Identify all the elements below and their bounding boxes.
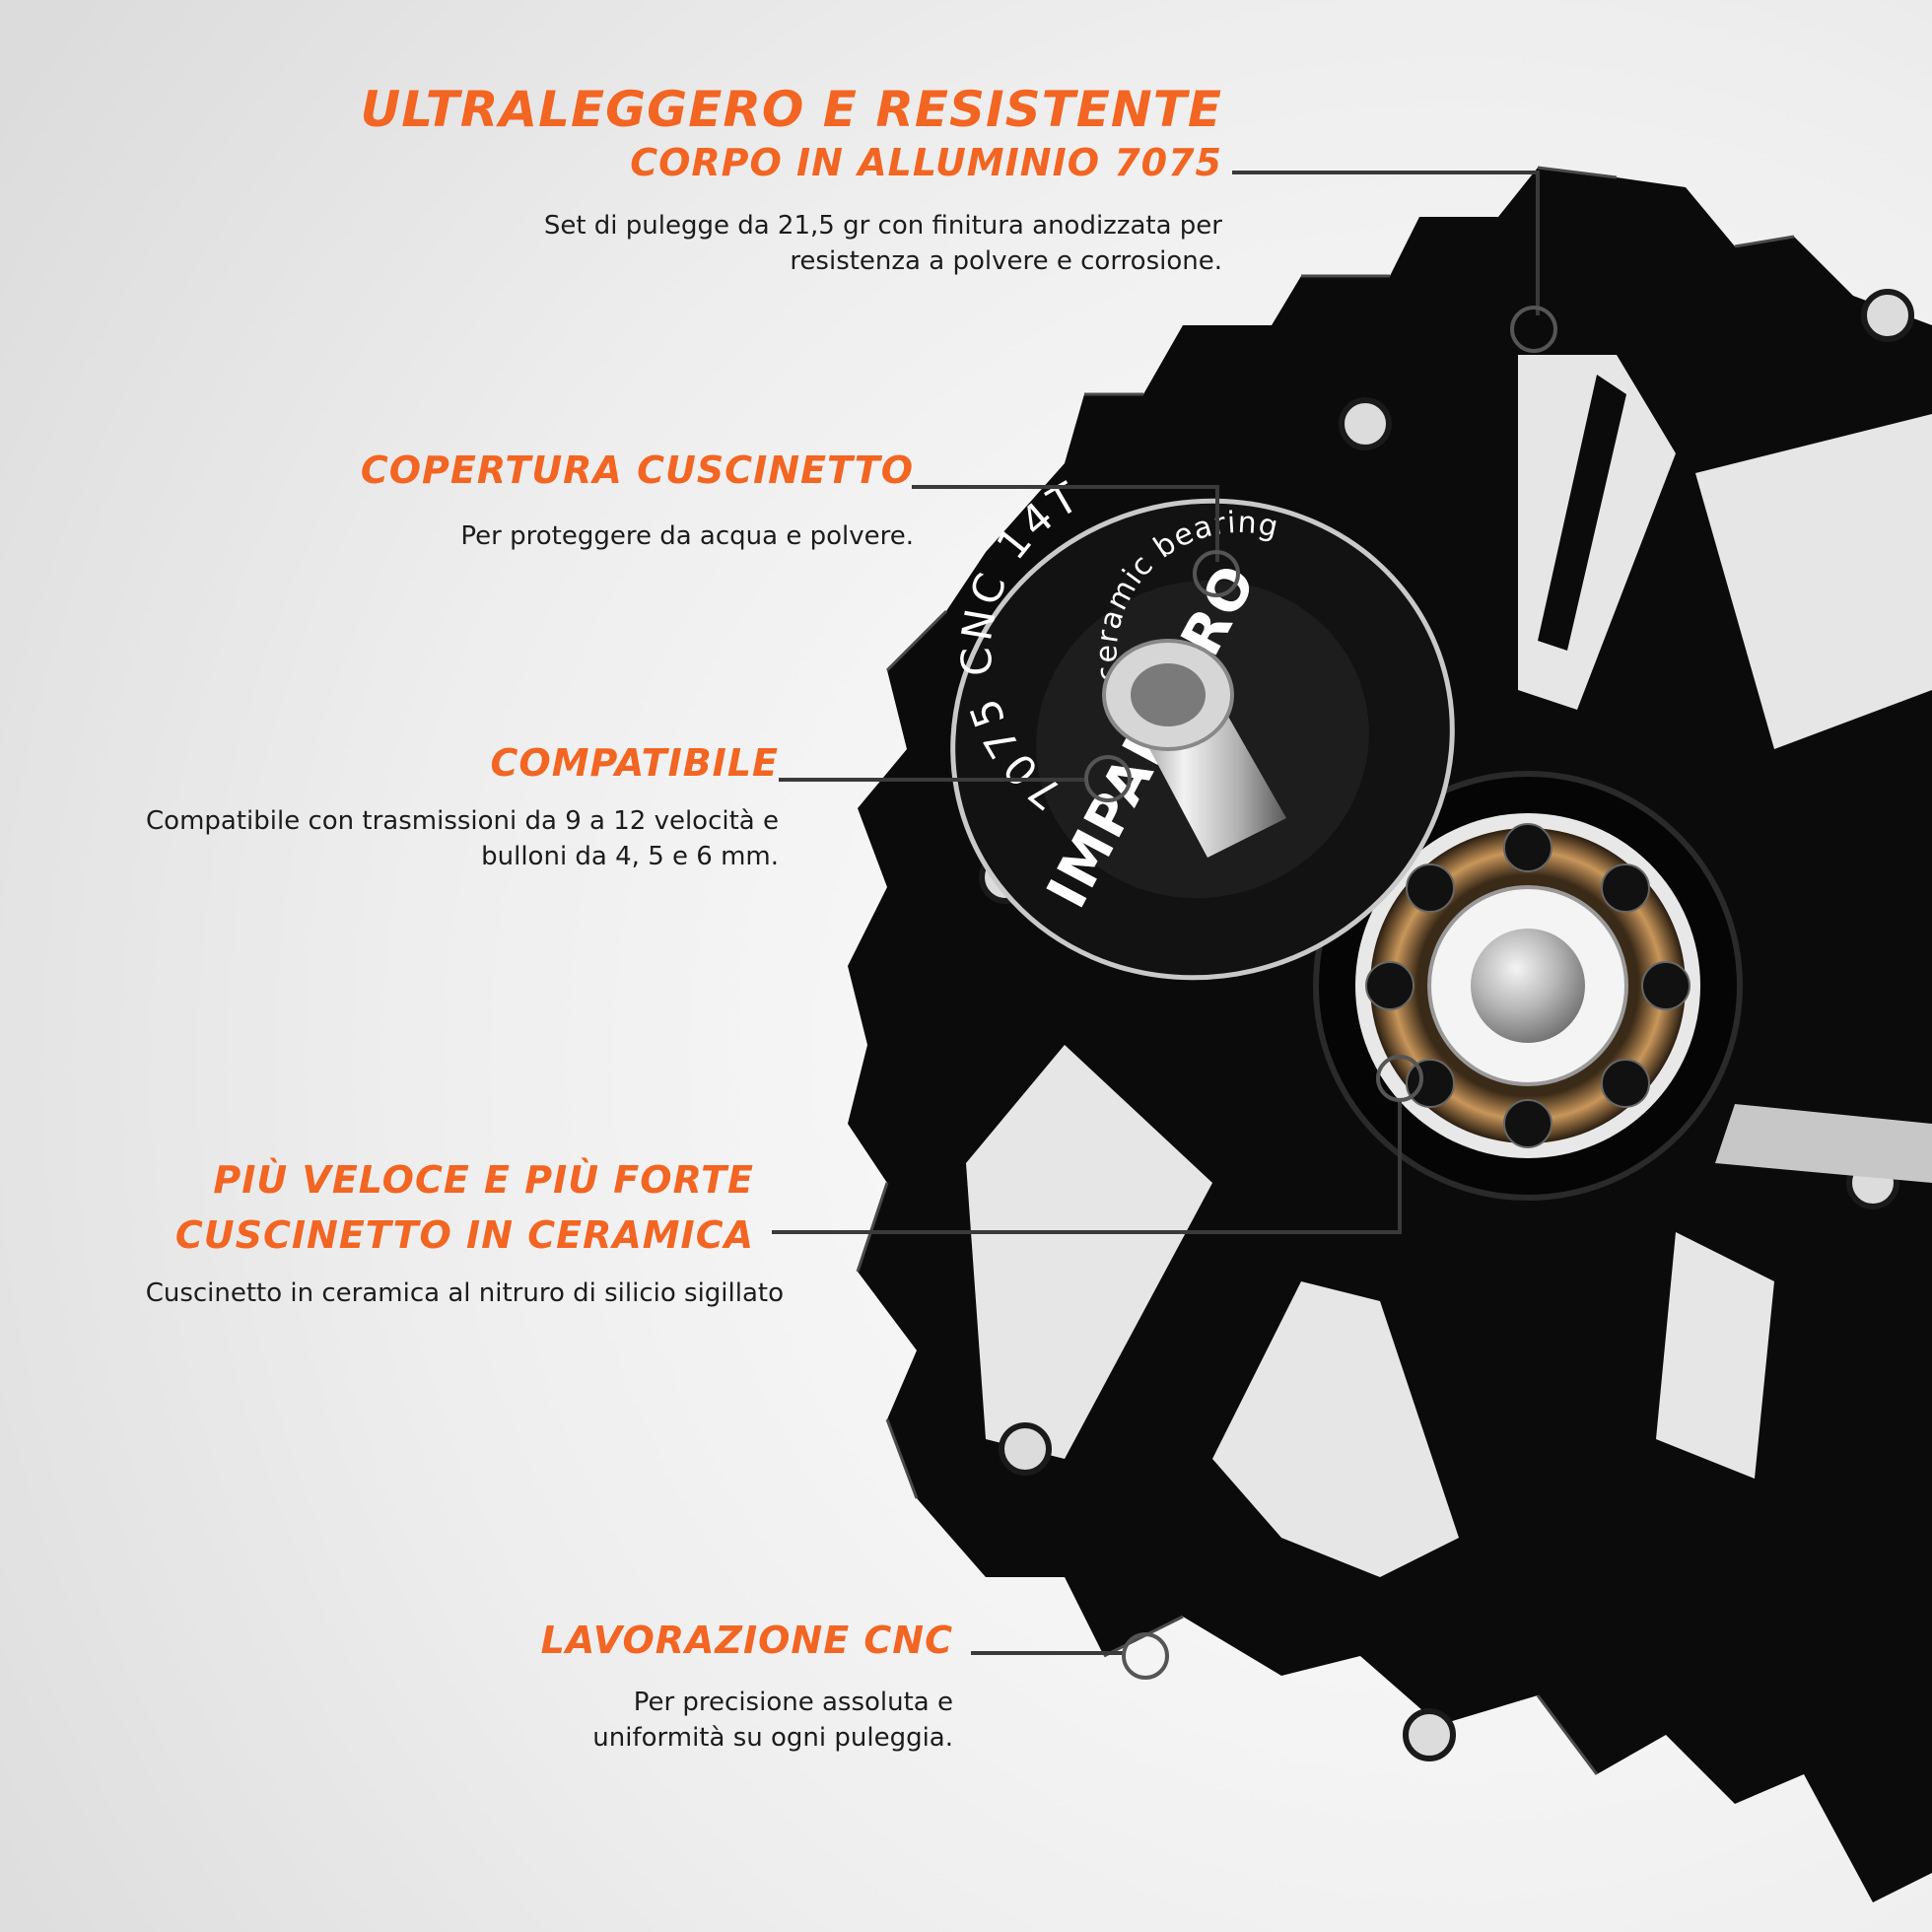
description-line: resistenza a polvere e corrosione. <box>790 246 1222 277</box>
callout-aluminium-body: ULTRALEGGERO E RESISTENTE CORPO IN ALLUM… <box>361 84 1222 279</box>
callout-description: Per proteggere da acqua e polvere. <box>460 520 914 551</box>
callout-title: COMPATIBILE <box>490 741 779 785</box>
callout-subtitle: CUSCINETTO IN CERAMICA <box>174 1212 754 1257</box>
callout-cnc: LAVORAZIONE CNC Per precisione assoluta … <box>540 1619 953 1756</box>
spoke-cutout <box>1212 1281 1459 1577</box>
callout-description: Per precisione assoluta e uniformità su … <box>541 1685 953 1756</box>
callout-description: Compatibile con trasmissioni da 9 a 12 v… <box>146 803 779 874</box>
description-line: uniformità su ogni puleggia. <box>592 1722 953 1753</box>
callout-title: ULTRALEGGERO E RESISTENTE <box>360 81 1222 138</box>
description-line: Per precisione assoluta e <box>633 1687 953 1717</box>
description-line: Compatibile con trasmissioni da 9 a 12 v… <box>146 805 779 836</box>
spoke-cutout <box>1695 414 1932 749</box>
callout-description: Cuscinetto in ceramica al nitruro di sil… <box>145 1277 784 1308</box>
axle-bore <box>1471 929 1585 1043</box>
callout-compatible: COMPATIBILE Compatibile con trasmissioni… <box>146 741 779 874</box>
description-line: Set di pulegge da 21,5 gr con finitura a… <box>543 211 1222 242</box>
callout-title: COPERTURA CUSCINETTO <box>360 448 914 492</box>
callout-bearing-cover: COPERTURA CUSCINETTO Per proteggere da a… <box>360 448 914 554</box>
spoke-cutout <box>1656 1232 1774 1479</box>
callout-description: Set di pulegge da 21,5 gr con finitura a… <box>361 208 1222 279</box>
callout-title: LAVORAZIONE CNC <box>540 1619 953 1662</box>
callout-ceramic-bearing: PIÙ VELOCE E PIÙ FORTE CUSCINETTO IN CER… <box>146 1158 784 1311</box>
callout-title: PIÙ VELOCE E PIÙ FORTE <box>213 1158 754 1202</box>
description-line: bulloni da 4, 5 e 6 mm. <box>481 841 779 871</box>
callout-subtitle: CORPO IN ALLUMINIO 7075 <box>630 140 1222 184</box>
bearing-balls <box>1365 823 1690 1148</box>
